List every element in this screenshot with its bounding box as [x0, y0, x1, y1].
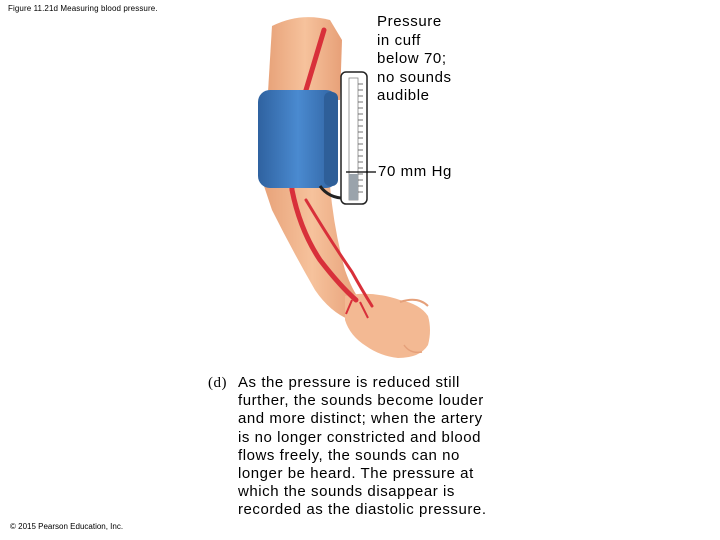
pressure-label-line: Pressure	[377, 13, 442, 30]
caption-line: further, the sounds become louder	[238, 392, 484, 410]
caption-body: As the pressure is reduced still further…	[238, 374, 538, 520]
caption-line: flows freely, the sounds can no	[238, 446, 460, 464]
pressure-label: Pressure in cuff below 70; no sounds aud…	[377, 13, 487, 106]
manometer-ticks	[358, 83, 363, 193]
brachial-artery	[289, 27, 359, 303]
manometer-mercury-level	[349, 174, 358, 200]
pressure-label-line: no sounds	[377, 68, 452, 86]
blood-pressure-cuff	[258, 90, 338, 188]
caption-line: As the pressure is reduced still	[238, 374, 460, 391]
copyright-notice: © 2015 Pearson Education, Inc.	[10, 522, 124, 531]
pressure-label-line: below 70;	[377, 50, 447, 67]
caption-line: is no longer constricted and blood	[238, 428, 482, 446]
mmhg-label: 70 mm Hg	[378, 163, 452, 180]
forearm	[264, 186, 360, 320]
caption-line: recorded as the diastolic pressure.	[238, 501, 487, 519]
caption-line: which the sounds disappear is	[238, 483, 455, 501]
caption-line: longer be heard. The pressure at	[238, 465, 474, 483]
pressure-label-line: audible	[377, 87, 430, 104]
pressure-label-line: in cuff	[377, 31, 421, 49]
hand	[345, 293, 430, 358]
caption-letter: (d)	[208, 375, 227, 391]
figure-title: Figure 11.21d Measuring blood pressure.	[8, 4, 158, 13]
caption-line: and more distinct; when the artery	[238, 410, 483, 428]
